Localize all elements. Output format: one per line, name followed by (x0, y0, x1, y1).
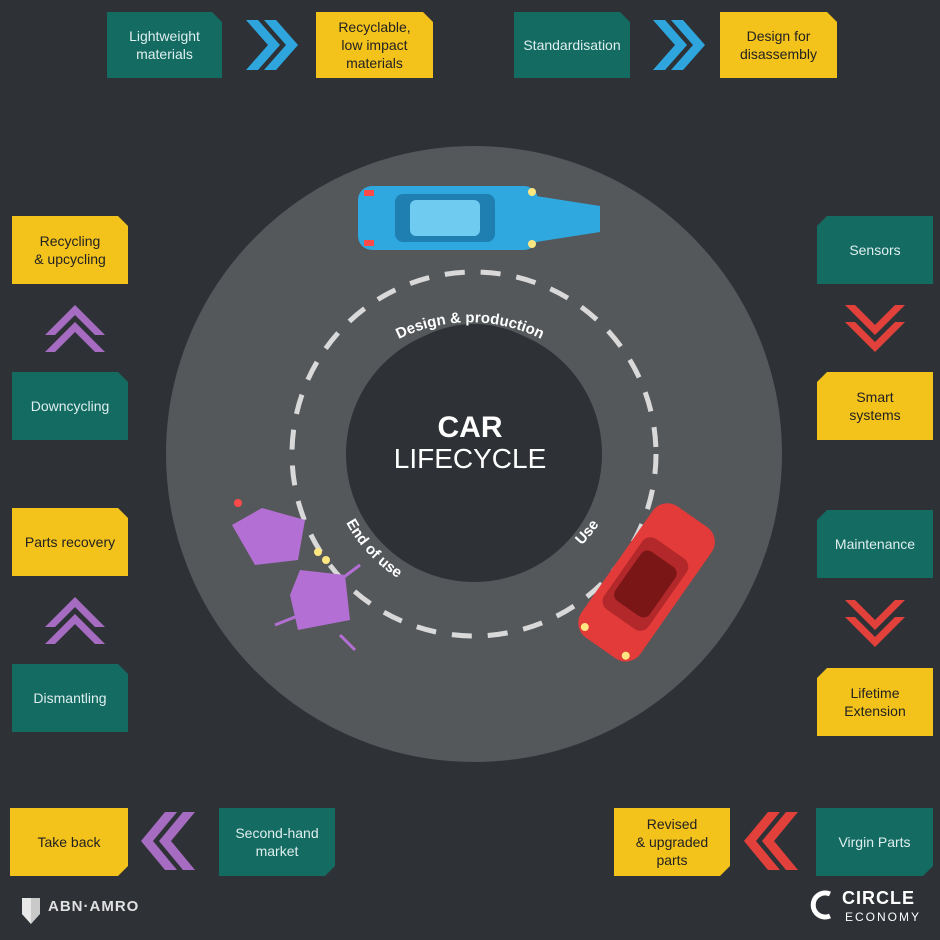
box-sensors: Sensors (817, 216, 933, 284)
red-double-chevron-down-icon (845, 305, 905, 352)
box-smart-systems: Smart systems (817, 372, 933, 440)
abn-amro-logo-text: ABN·AMRO (48, 898, 140, 915)
box-dismantling: Dismantling (12, 664, 128, 732)
abn-amro-logo-icon (22, 898, 40, 924)
box-design-for-disassembly: Design for disassembly (720, 12, 837, 78)
blue-double-chevron-right-icon (246, 20, 298, 70)
blue-double-chevron-right-icon (653, 20, 705, 70)
box-take-back: Take back (10, 808, 128, 876)
circle-economy-logo-subtext: ECONOMY (845, 910, 922, 924)
purple-double-chevron-up-icon (45, 305, 105, 352)
blue-car-icon (358, 186, 600, 250)
red-double-chevron-left-icon (744, 812, 798, 870)
circle-economy-logo-text: CIRCLE (842, 888, 915, 908)
box-second-hand-market: Second-hand market (219, 808, 335, 876)
circle-economy-logo-icon (810, 890, 831, 920)
box-standardisation: Standardisation (514, 12, 630, 78)
box-lifetime-extension: Lifetime Extension (817, 668, 933, 736)
center-title-car: CAR (438, 411, 503, 444)
box-downcycling: Downcycling (12, 372, 128, 440)
purple-double-chevron-left-icon (141, 812, 195, 870)
red-car-icon (578, 503, 715, 662)
box-lightweight-materials: Lightweight materials (107, 12, 222, 78)
box-recycling-upcycling: Recycling & upcycling (12, 216, 128, 284)
box-virgin-parts: Virgin Parts (816, 808, 933, 876)
ring-hole (366, 324, 582, 540)
box-recyclable-materials: Recyclable, low impact materials (316, 12, 433, 78)
box-maintenance: Maintenance (817, 510, 933, 578)
red-double-chevron-down-icon (845, 600, 905, 647)
center-title-lifecycle: LIFECYCLE (394, 443, 547, 474)
purple-double-chevron-up-icon (45, 597, 105, 644)
box-revised-upgraded-parts: Revised & upgraded parts (614, 808, 730, 876)
box-parts-recovery: Parts recovery (12, 508, 128, 576)
road-lane-markings (289, 269, 659, 639)
purple-crashed-car-icon (232, 499, 361, 652)
